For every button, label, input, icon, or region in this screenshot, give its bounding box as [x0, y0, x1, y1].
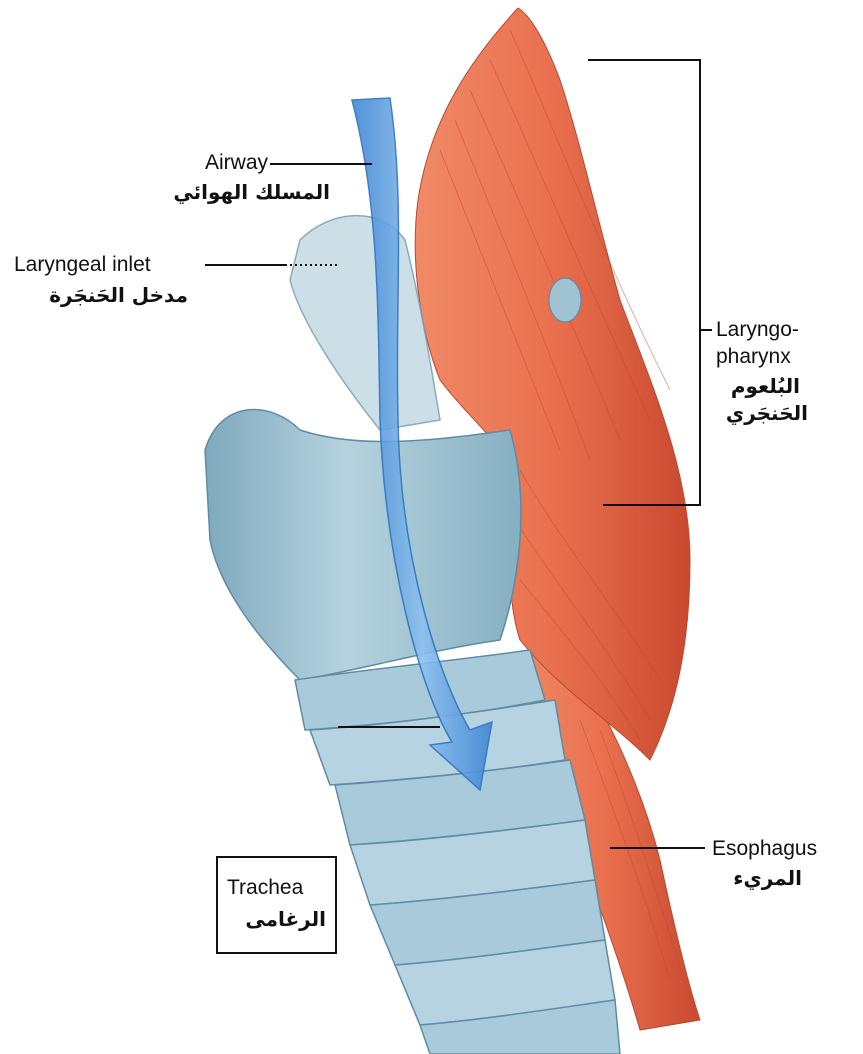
trachea-label-ar: الرغامى: [222, 907, 326, 932]
trachea-label-en: Trachea: [227, 875, 303, 900]
laryngopharynx-label-ar-2: الحَنجَري: [710, 401, 808, 426]
thyroid-cartilage: [205, 410, 521, 680]
laryngopharynx-label-en-2: pharynx: [716, 344, 791, 369]
laryngopharynx-label-ar-1: البُلعوم: [710, 374, 800, 399]
laryngeal-inlet-label-en: Laryngeal inlet: [14, 252, 151, 277]
airway-label: Airway: [150, 150, 268, 175]
laryngeal-inlet-label-ar: مدخل الحَنجَرة: [20, 283, 188, 308]
cuneiform-knob: [549, 278, 581, 322]
airway-label-en: Airway: [150, 150, 268, 175]
laryngopharynx-label-en-1: Laryngo-: [716, 317, 799, 342]
esophagus-label-en: Esophagus: [712, 836, 817, 861]
esophagus-label-ar: المريء: [712, 866, 802, 891]
airway-label-ar: المسلك الهوائي: [110, 180, 330, 205]
trachea-label-box: Trachea الرغامى: [216, 856, 337, 954]
